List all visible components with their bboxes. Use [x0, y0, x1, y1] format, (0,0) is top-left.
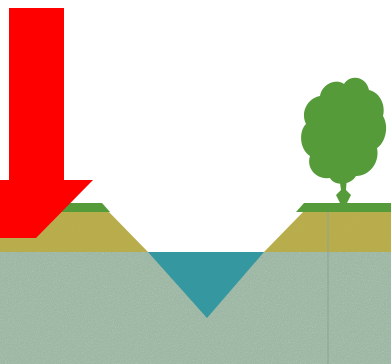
tree-icon — [301, 78, 386, 203]
grass-strip-right — [296, 203, 391, 212]
